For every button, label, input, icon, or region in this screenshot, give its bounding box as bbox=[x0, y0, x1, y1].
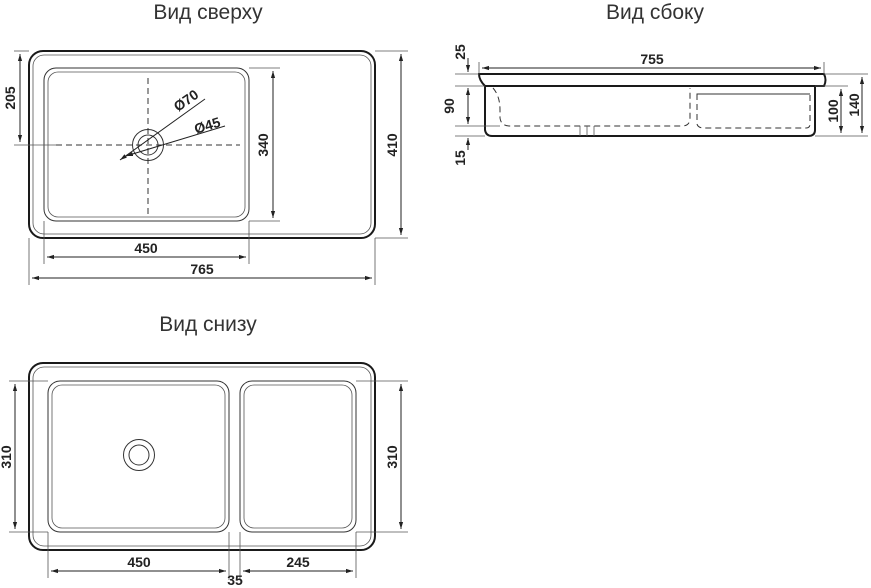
top-dim-450: 450 bbox=[134, 240, 158, 256]
top-dim-d70: Ø70 bbox=[171, 86, 202, 114]
side-rim bbox=[477, 73, 827, 87]
bottom-drain-outer bbox=[123, 439, 155, 471]
bottom-dim-35: 35 bbox=[227, 572, 243, 588]
side-dim-15: 15 bbox=[452, 150, 468, 166]
side-view-title: Вид сбоку bbox=[606, 1, 704, 24]
bottom-left-compartment-inner bbox=[51, 384, 226, 529]
top-d70-leader bbox=[119, 98, 206, 161]
bottom-dim-310-left: 310 bbox=[0, 445, 14, 469]
top-view: Вид сверху Ø70 Ø45 205 340 410 bbox=[2, 1, 408, 285]
top-dim-340: 340 bbox=[255, 133, 271, 157]
bottom-dim-310-right: 310 bbox=[384, 445, 400, 469]
top-dim-765: 765 bbox=[190, 261, 214, 277]
side-dim-140: 140 bbox=[846, 93, 862, 117]
bottom-dim-450: 450 bbox=[127, 554, 151, 570]
top-d45-leader bbox=[125, 125, 226, 157]
side-dim-90: 90 bbox=[441, 98, 457, 114]
bottom-outer-inner-edge bbox=[32, 366, 372, 547]
bottom-drain-inner bbox=[128, 444, 150, 466]
side-view: Вид сбоку 755 25 90 15 100 bbox=[441, 1, 868, 166]
side-dim-755: 755 bbox=[640, 51, 664, 67]
side-dim-100: 100 bbox=[825, 99, 841, 123]
bottom-left-compartment bbox=[47, 380, 230, 533]
side-basin-right-hidden bbox=[696, 93, 811, 129]
side-basin-left-hidden bbox=[492, 87, 691, 127]
top-outer-outline bbox=[28, 50, 376, 239]
top-basin-inner-edge bbox=[47, 71, 246, 218]
bottom-right-compartment bbox=[239, 380, 357, 533]
top-drain-inner bbox=[137, 134, 159, 156]
bottom-dim-245: 245 bbox=[286, 554, 310, 570]
top-view-title: Вид сверху bbox=[153, 1, 263, 24]
side-body bbox=[484, 86, 816, 137]
top-basin-outline bbox=[43, 67, 250, 222]
top-dim-d45: Ø45 bbox=[192, 114, 222, 137]
bottom-view-title: Вид снизу bbox=[159, 313, 257, 336]
top-dim-410: 410 bbox=[384, 133, 400, 157]
top-outer-inner-edge bbox=[32, 54, 372, 235]
top-dim-205: 205 bbox=[2, 86, 18, 110]
bottom-outer-outline bbox=[28, 362, 376, 551]
bottom-right-compartment-inner bbox=[243, 384, 353, 529]
bottom-view: Вид снизу 310 310 450 245 35 bbox=[0, 313, 408, 588]
side-dim-25: 25 bbox=[452, 44, 468, 60]
